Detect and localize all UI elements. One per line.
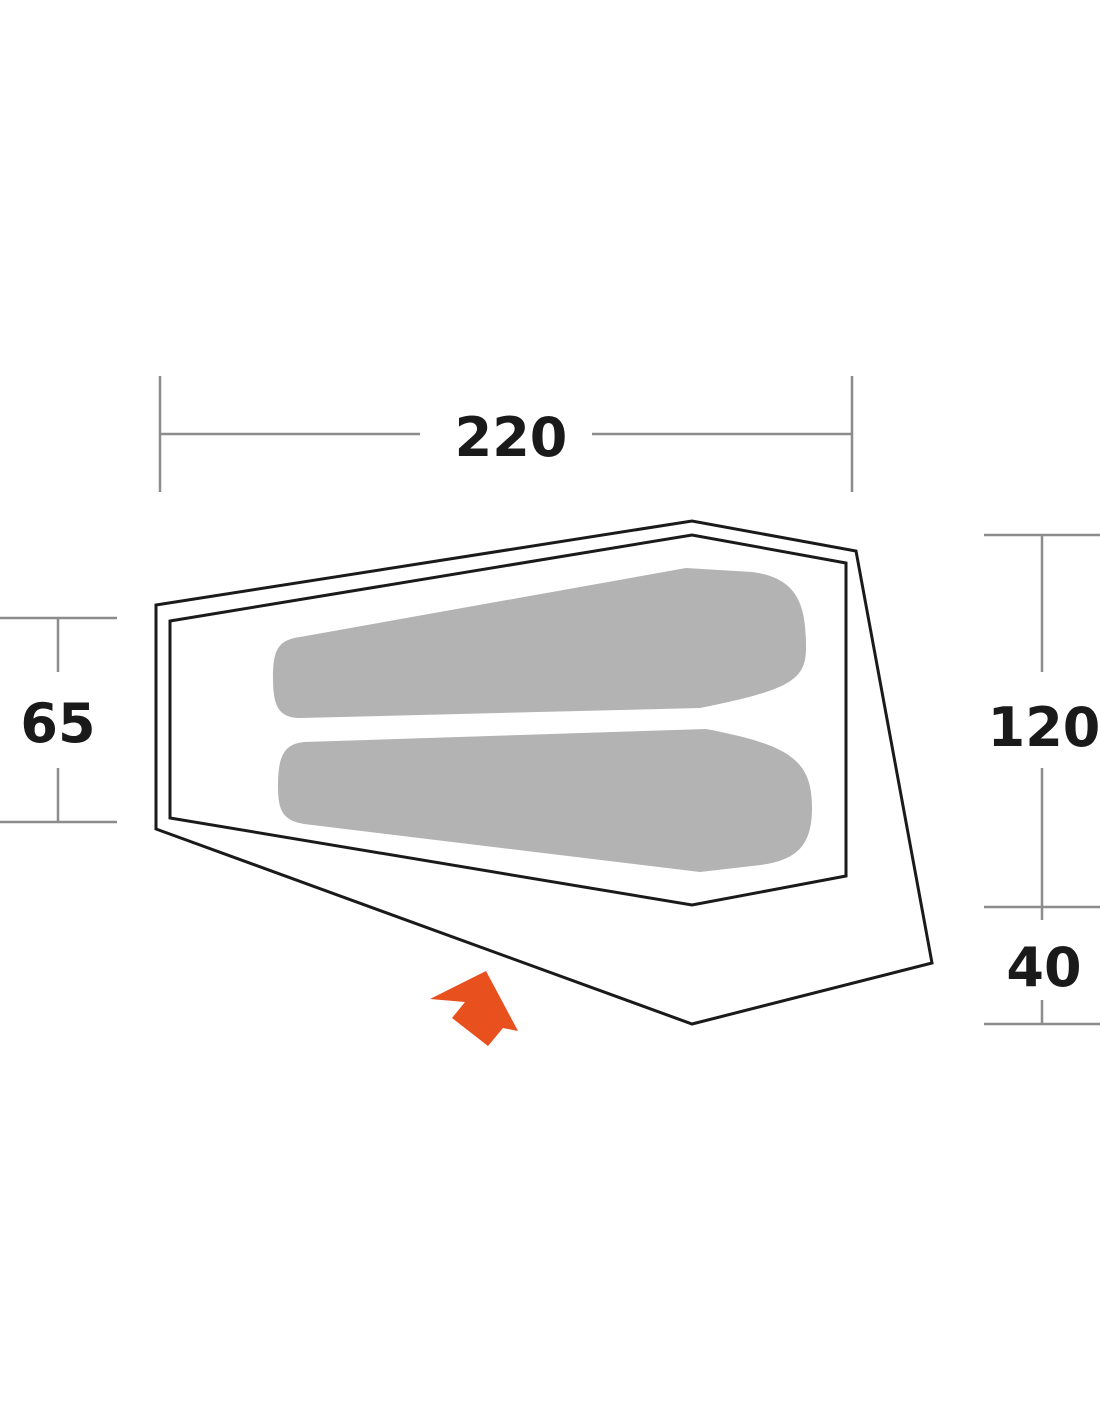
dimension-width: 120 — [984, 533, 1100, 920]
inner-tent-outline — [168, 533, 848, 907]
sleeping-pad-bottom — [278, 729, 812, 872]
dim-narrow-label: 65 — [20, 692, 95, 755]
dim-width-label: 120 — [988, 696, 1100, 759]
dim-length-label: 220 — [455, 406, 568, 469]
dimension-narrow-end: 65 — [0, 616, 117, 824]
outer-fly-outline — [154, 519, 934, 1026]
dimension-vestibule: 40 — [984, 936, 1100, 1026]
sleeping-pad-top — [273, 568, 806, 718]
dimension-length: 220 — [158, 376, 854, 492]
arrow-icon — [430, 971, 518, 1046]
dim-vestibule-label: 40 — [1006, 936, 1081, 999]
